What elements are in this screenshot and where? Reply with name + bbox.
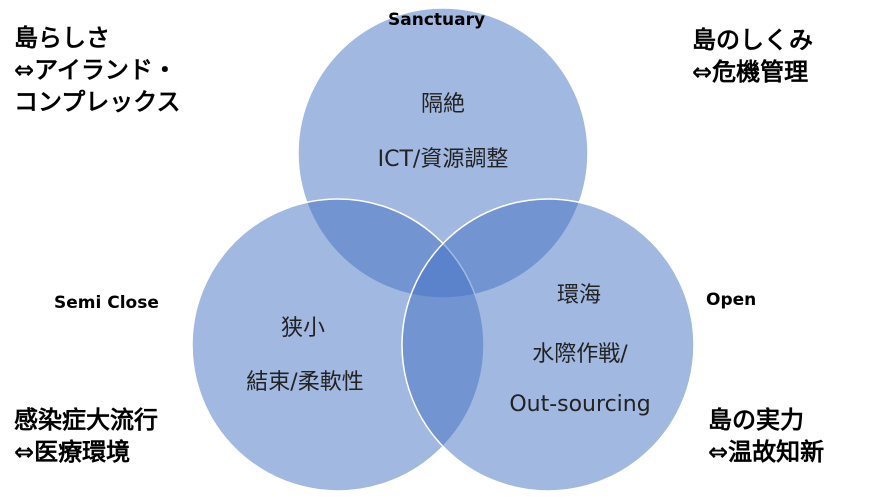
corner-line: 島らしさ xyxy=(14,24,110,52)
circle-open xyxy=(401,198,695,492)
corner-line: 感染症大流行 xyxy=(14,406,158,434)
corner-line: 島の実力 xyxy=(708,406,804,434)
corner-line: ⇔温故知新 xyxy=(708,438,825,466)
open-line: 環海 xyxy=(556,283,602,308)
label-sanctuary: Sanctuary xyxy=(388,10,486,30)
semi-close-line: 結束/柔軟性 xyxy=(246,370,364,395)
open-line: 水際作戦/ xyxy=(532,342,628,367)
corner-line: ⇔アイランド・ xyxy=(14,56,177,84)
sanctuary-line: ICT/資源調整 xyxy=(377,147,509,172)
corner-line: ⇔医療環境 xyxy=(14,438,131,466)
corner-top-left: 島らしさ ⇔アイランド・ コンプレックス xyxy=(14,22,181,118)
open-line: Out-sourcing xyxy=(509,392,651,417)
semi-close-line: 狭小 xyxy=(280,316,326,341)
corner-bottom-left: 感染症大流行 ⇔医療環境 xyxy=(14,404,158,468)
corner-line: 島のしくみ xyxy=(692,26,813,54)
label-semi-close: Semi Close xyxy=(54,293,159,313)
label-open: Open xyxy=(706,290,757,310)
corner-top-right: 島のしくみ ⇔危機管理 xyxy=(692,24,813,88)
corner-bottom-right: 島の実力 ⇔温故知新 xyxy=(708,404,824,468)
corner-line: ⇔危機管理 xyxy=(692,58,809,86)
corner-line: コンプレックス xyxy=(14,88,181,116)
sanctuary-line: 隔絶 xyxy=(420,92,466,117)
